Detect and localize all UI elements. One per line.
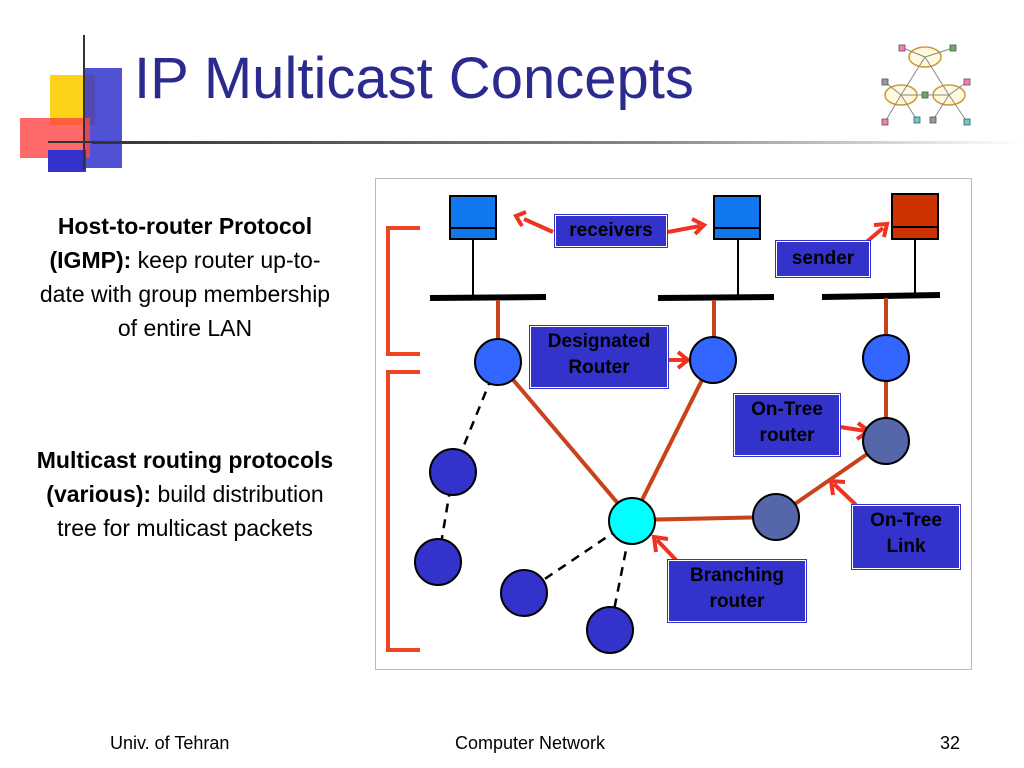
page-title: IP Multicast Concepts (134, 46, 694, 111)
page-number: 32 (940, 733, 961, 753)
network-logo-icon (881, 44, 971, 126)
receiver-host-2 (713, 195, 761, 296)
off-tree-router-2 (414, 538, 462, 586)
designated-router-label: Designated Router (529, 325, 669, 389)
off-tree-router-3 (500, 569, 548, 617)
routing-body: build distribution tree for multicast pa… (57, 481, 324, 541)
on-tree-link-label: On-Tree Link (851, 504, 961, 570)
diagram-frame (375, 178, 972, 670)
receivers-label: receivers (554, 214, 668, 248)
routing-heading: Multicast routing protocols (various): (36, 447, 334, 507)
igmp-heading: Host-to-router Protocol (IGMP): (49, 213, 313, 273)
title-divider (92, 141, 1022, 144)
on-tree-router-2 (752, 493, 800, 541)
igmp-body: keep router up-to-date with group member… (39, 247, 331, 341)
on-tree-router-label: On-Tree router (733, 393, 841, 457)
footer-course: Computer Network (455, 733, 606, 753)
designated-router-lan2 (689, 336, 737, 384)
label-arrows (513, 210, 890, 562)
footer-university: Univ. of Tehran (110, 733, 230, 753)
lan-1-segment (429, 294, 547, 301)
off-tree-router-1 (429, 448, 477, 496)
wan-bracket (386, 370, 420, 652)
designated-router-lan1 (474, 338, 522, 386)
on-tree-router-1 (862, 417, 910, 465)
sender-host (891, 193, 939, 294)
branching-router (608, 497, 656, 545)
branching-router-label: Branching router (667, 559, 807, 623)
lan-bracket (386, 226, 420, 356)
igmp-description: Host-to-router Protocol (IGMP): keep rou… (30, 209, 340, 345)
designated-router-lan3 (862, 334, 910, 382)
receiver-host-1 (449, 195, 497, 296)
lan-2-segment (657, 294, 775, 301)
off-tree-router-4 (586, 606, 634, 654)
lan-3-segment (821, 292, 941, 300)
sender-label: sender (775, 240, 871, 278)
multicast-routing-description: Multicast routing protocols (various): b… (30, 443, 340, 545)
